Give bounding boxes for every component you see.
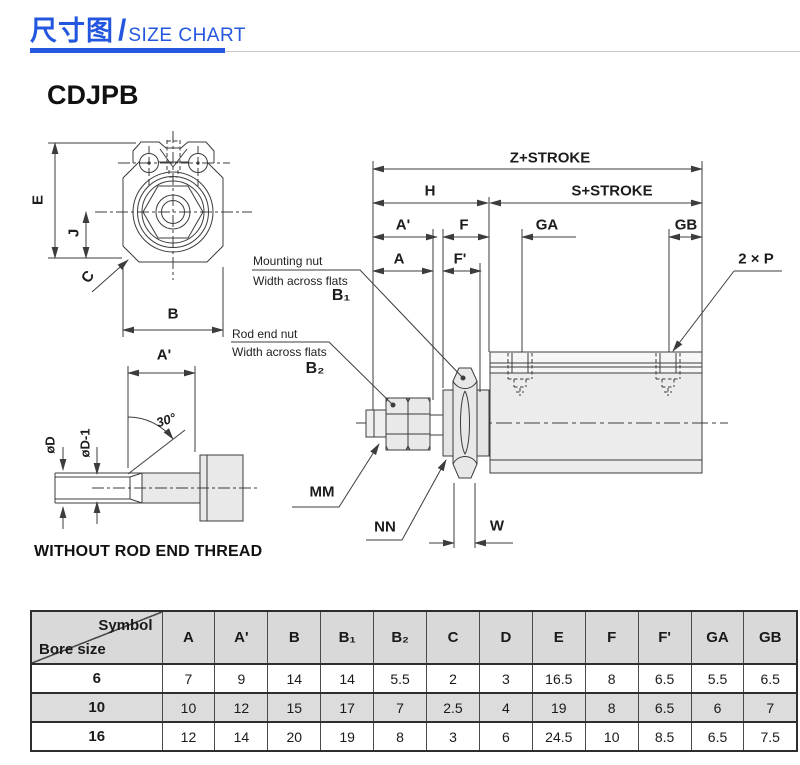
col-header-b: B — [267, 610, 322, 665]
dim-label-b2: B₂ — [305, 360, 325, 377]
header-divider — [30, 51, 800, 52]
model-title: CDJPB — [47, 80, 139, 110]
table-cell: 3 — [426, 721, 480, 752]
col-header-c: C — [426, 610, 480, 665]
table-cell: 7 — [161, 663, 216, 694]
dim-label-w: W — [489, 517, 505, 535]
col-header-ga: GA — [690, 610, 745, 665]
table-cell: 3 — [478, 663, 533, 694]
table-cell: 19 — [320, 721, 375, 752]
dim-label-nn: NN — [374, 518, 396, 536]
page-header: 尺寸图 / SIZE CHART — [30, 8, 246, 48]
table-cell: 12 — [161, 721, 216, 752]
dim-label-h: H — [424, 182, 436, 200]
dim-label-gb: GB — [674, 216, 698, 234]
dim-label-f-prime: F' — [453, 250, 467, 268]
table-cell: 5.5 — [690, 663, 745, 694]
table-row-bore-6: 6 7 9 14 14 5.5 2 3 16.5 8 6.5 5.5 6.5 — [30, 663, 798, 694]
size-table-wrap: Symbol Bore size A A' B B₁ B₂ C D E F F'… — [30, 610, 798, 752]
dim-label-a-prime-rod: A' — [156, 346, 172, 364]
table-cell: 19 — [531, 692, 586, 723]
header-slash: / — [118, 14, 127, 47]
col-header-gb: GB — [743, 610, 798, 665]
dim-label-s-stroke: S+STROKE — [571, 182, 653, 200]
col-header-a-prime: A' — [214, 610, 269, 665]
table-cell: 6.5 — [743, 663, 798, 694]
bore-size-cell: 16 — [30, 721, 163, 752]
table-cell: 8 — [584, 692, 639, 723]
table-cell: 8 — [584, 663, 639, 694]
col-header-a: A — [161, 610, 216, 665]
rod-end-nut-note-line2: Width across flats — [232, 345, 327, 359]
bore-size-cell: 6 — [30, 663, 163, 694]
table-cell: 16.5 — [531, 663, 586, 694]
mounting-nut-note-line2: Width across flats — [253, 274, 348, 288]
table-cell: 2 — [426, 663, 480, 694]
mounting-nut-note-line1: Mounting nut — [253, 254, 323, 268]
dim-label-z-stroke: Z+STROKE — [509, 149, 591, 167]
dim-label-od1: øD-1 — [77, 428, 93, 458]
dim-label-b1: B₁ — [331, 287, 351, 304]
table-cell: 17 — [320, 692, 375, 723]
table-cell: 14 — [320, 663, 375, 694]
dim-label-b: B — [167, 305, 179, 323]
table-cell: 24.5 — [531, 721, 586, 752]
dim-label-od: øD — [42, 436, 58, 454]
dim-label-2xp: 2 × P — [738, 250, 774, 268]
col-header-b2: B₂ — [373, 610, 428, 665]
header-title-en: SIZE CHART — [128, 25, 246, 46]
table-corner-cell: Symbol Bore size — [30, 610, 163, 665]
col-header-f: F — [584, 610, 639, 665]
table-cell: 6 — [478, 721, 533, 752]
table-cell: 6.5 — [637, 663, 692, 694]
dim-label-e: E — [29, 194, 47, 206]
header-title-zh: 尺寸图 — [30, 16, 114, 46]
dim-label-f: F — [459, 216, 469, 234]
table-cell: 14 — [267, 663, 322, 694]
table-cell: 7 — [373, 692, 428, 723]
bore-size-cell: 10 — [30, 692, 163, 723]
table-cell: 6.5 — [637, 692, 692, 723]
col-header-b1: B₁ — [320, 610, 375, 665]
table-cell: 10 — [161, 692, 216, 723]
table-cell: 6.5 — [690, 721, 745, 752]
dim-label-a-prime: A' — [395, 216, 411, 234]
corner-symbol-label: Symbol — [98, 617, 153, 634]
col-header-f-prime: F' — [637, 610, 692, 665]
table-cell: 14 — [214, 721, 269, 752]
table-cell: 9 — [214, 663, 269, 694]
col-header-d: D — [478, 610, 533, 665]
table-cell: 8.5 — [637, 721, 692, 752]
table-cell: 7 — [743, 692, 798, 723]
table-row-bore-10: 10 10 12 15 17 7 2.5 4 19 8 6.5 6 7 — [30, 692, 798, 723]
header-accent-bar — [30, 48, 225, 53]
table-cell: 7.5 — [743, 721, 798, 752]
table-cell: 6 — [690, 692, 745, 723]
col-header-e: E — [531, 610, 586, 665]
table-cell: 10 — [584, 721, 639, 752]
table-cell: 5.5 — [373, 663, 428, 694]
rod-end-nut-note-line1: Rod end nut — [232, 327, 298, 341]
table-cell: 20 — [267, 721, 322, 752]
rod-detail-caption: WITHOUT ROD END THREAD — [34, 543, 263, 560]
dim-label-mm: MM — [309, 483, 335, 501]
corner-bore-size-label: Bore size — [39, 641, 106, 658]
dim-label-ga: GA — [535, 216, 559, 234]
table-cell: 12 — [214, 692, 269, 723]
table-cell: 2.5 — [426, 692, 480, 723]
table-cell: 15 — [267, 692, 322, 723]
table-cell: 8 — [373, 721, 428, 752]
dim-label-j: J — [65, 228, 83, 238]
table-cell: 4 — [478, 692, 533, 723]
dim-label-a: A — [393, 250, 405, 268]
size-table: Symbol Bore size A A' B B₁ B₂ C D E F F'… — [30, 610, 798, 752]
table-row-bore-16: 16 12 14 20 19 8 3 6 24.5 10 8.5 6.5 7.5 — [30, 721, 798, 752]
